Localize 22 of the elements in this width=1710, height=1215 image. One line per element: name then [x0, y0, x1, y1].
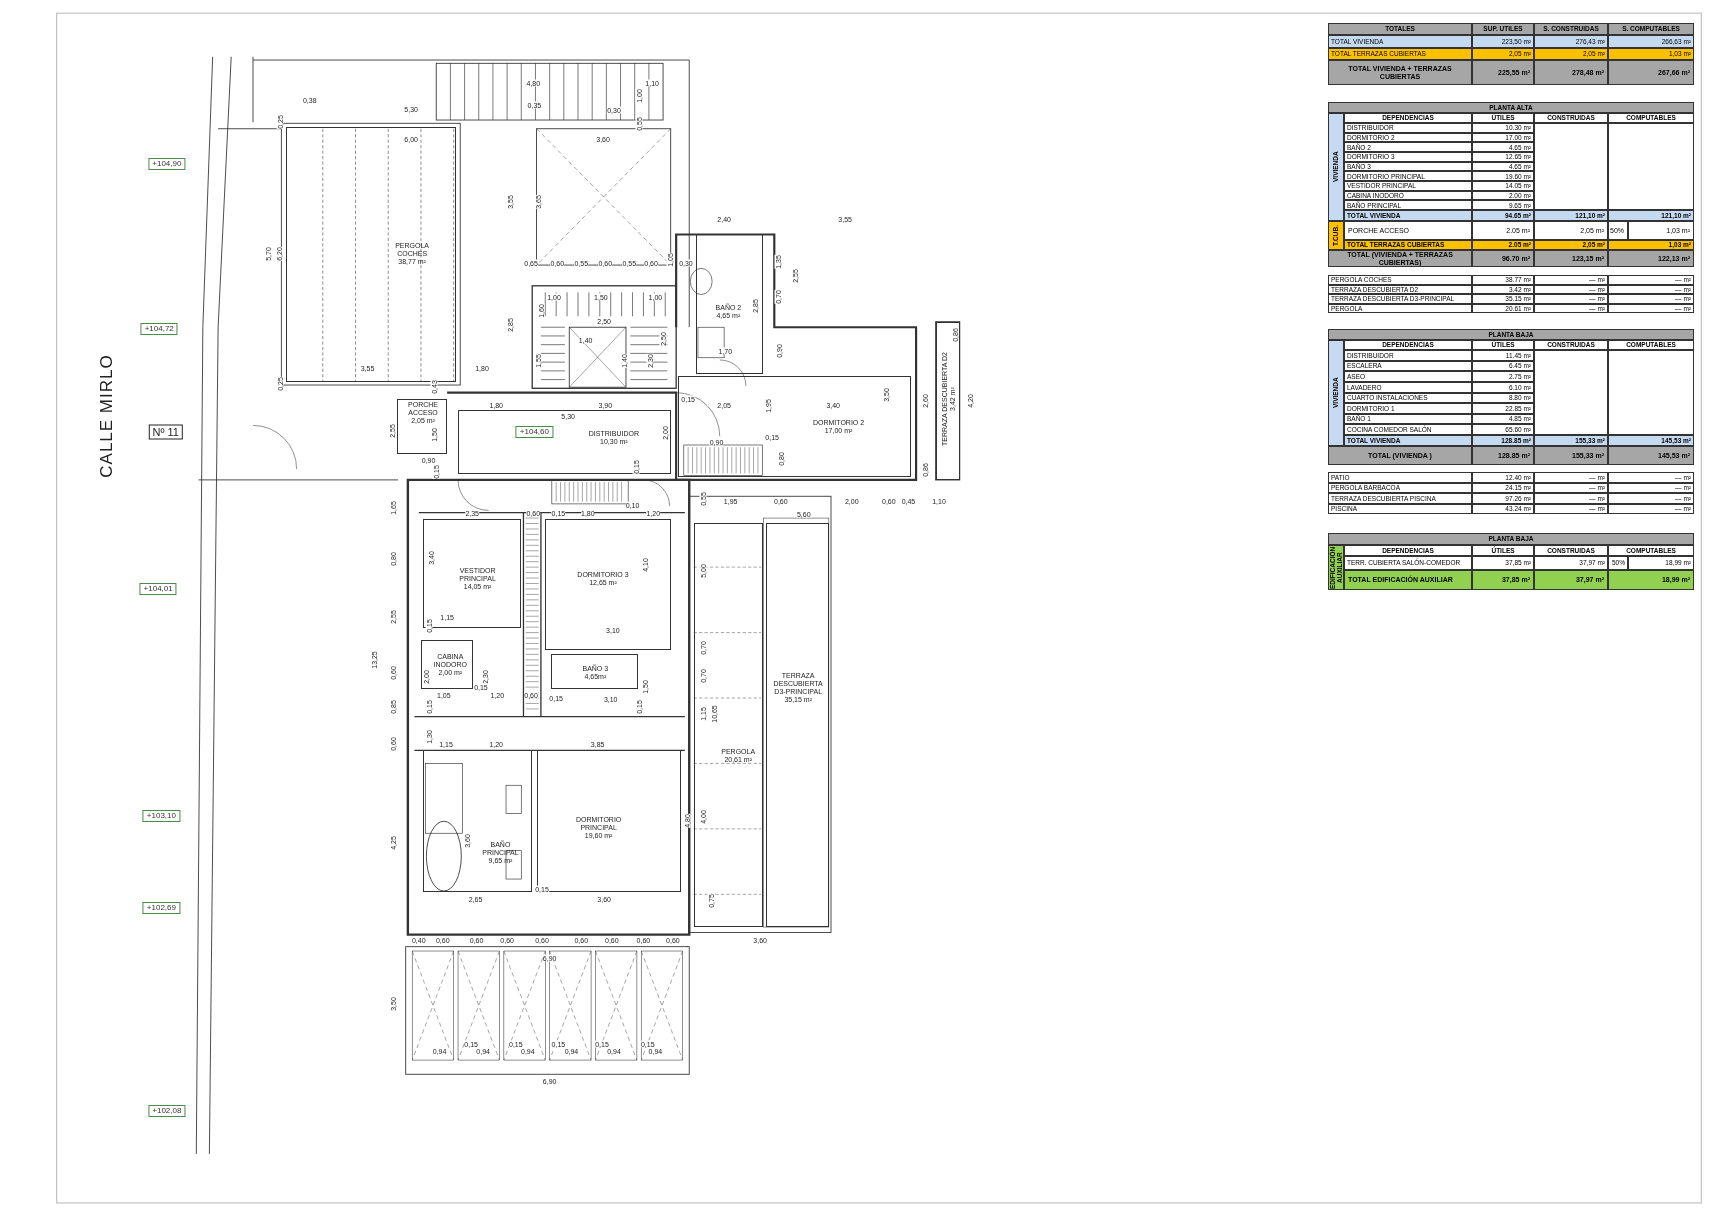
- room: [458, 410, 671, 475]
- room: [536, 750, 681, 893]
- elevation-marker: +102,08: [148, 1105, 186, 1118]
- room: [695, 234, 764, 375]
- room: [765, 523, 829, 927]
- room: [285, 126, 456, 382]
- room: [396, 399, 448, 454]
- elevation-marker: +104,01: [139, 582, 177, 595]
- room: [423, 750, 533, 893]
- room: [693, 523, 764, 927]
- elevation-marker: +104,90: [148, 157, 186, 170]
- house-number: Nº 11: [148, 424, 183, 440]
- room: [420, 640, 474, 690]
- elevation-marker: +102,69: [142, 902, 180, 915]
- room: [678, 376, 911, 477]
- street-name: CALLE MIRLO: [97, 353, 115, 478]
- room: [935, 321, 960, 480]
- elevation-marker: +103,10: [142, 809, 180, 822]
- elevation-marker: +104,72: [140, 323, 178, 336]
- room: [545, 519, 671, 650]
- elevation-marker: +104,60: [515, 425, 553, 438]
- room: [550, 654, 638, 690]
